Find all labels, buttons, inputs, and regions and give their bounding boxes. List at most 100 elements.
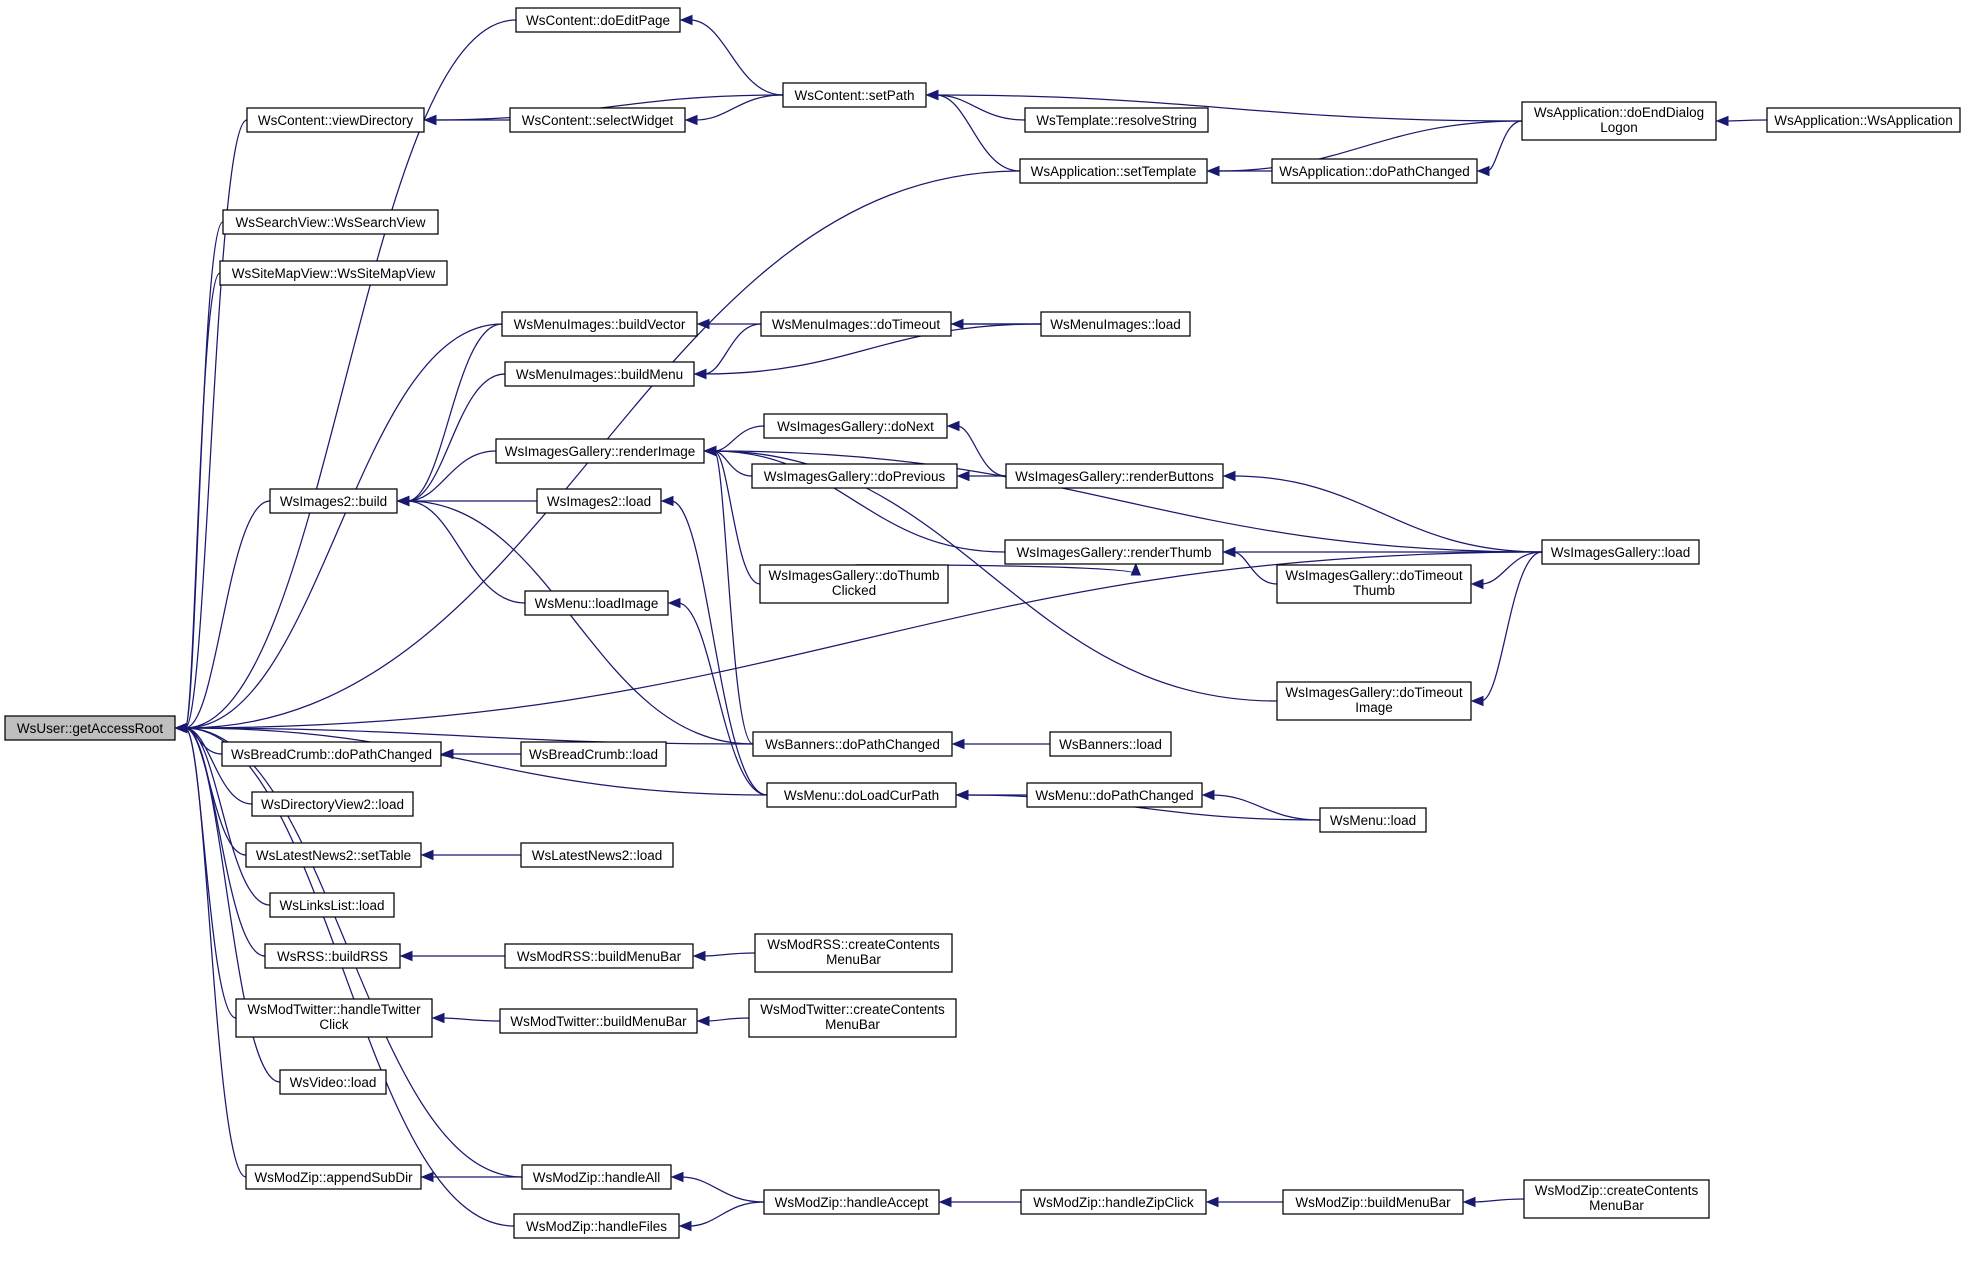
node-label: WsSiteMapView::WsSiteMapView — [232, 266, 436, 281]
arrowhead-aapp-to-aedl — [1715, 115, 1729, 127]
node-mzasd[interactable]: WsModZip::appendSubDir — [245, 1164, 422, 1190]
node-box — [763, 413, 948, 439]
edge-ml-to-mdpc — [1211, 794, 1321, 821]
node-mzha[interactable]: WsModZip::handleAll — [521, 1164, 672, 1190]
arrowhead-igdtt-to-igrt — [1222, 546, 1236, 558]
node-mibm[interactable]: WsMenuImages::buildMenu — [504, 361, 695, 387]
edge-mzasd-to-root — [184, 727, 247, 1178]
node-i2b[interactable]: WsImages2::build — [269, 488, 398, 514]
node-igrb[interactable]: WsImagesGallery::renderButtons — [1005, 463, 1224, 489]
edge-csp-to-ce — [689, 19, 784, 96]
node-smv[interactable]: WsSiteMapView::WsSiteMapView — [219, 260, 448, 286]
node-cvd[interactable]: WsContent::viewDirectory — [246, 107, 425, 133]
node-dv2l[interactable]: WsDirectoryView2::load — [251, 791, 414, 817]
arrowhead-igl-to-igrb — [1222, 470, 1236, 482]
node-rssb[interactable]: WsRSS::buildRSS — [264, 943, 401, 969]
node-ln2l[interactable]: WsLatestNews2::load — [520, 842, 674, 868]
node-bdpc[interactable]: WsBanners::doPathChanged — [752, 731, 953, 757]
node-midt[interactable]: WsMenuImages::doTimeout — [760, 311, 952, 337]
node-box — [1271, 158, 1478, 184]
edge-midt-to-mibm — [703, 323, 762, 375]
node-ml[interactable]: WsMenu::load — [1319, 807, 1427, 833]
node-label: Thumb — [1353, 583, 1395, 598]
node-trs[interactable]: WsTemplate::resolveString — [1024, 107, 1209, 133]
node-bcl[interactable]: WsBreadCrumb::load — [520, 741, 667, 767]
arrowhead-ln2l-to-ln2st — [420, 849, 434, 861]
node-adpc[interactable]: WsApplication::doPathChanged — [1271, 158, 1478, 184]
node-box — [1319, 807, 1427, 833]
edge-i2b-to-root — [184, 500, 271, 729]
node-mzbmb[interactable]: WsModZip::buildMenuBar — [1282, 1189, 1464, 1215]
node-label: WsImagesGallery::doTimeout — [1285, 568, 1463, 583]
node-label: WsImagesGallery::load — [1551, 545, 1691, 560]
node-box — [4, 715, 176, 741]
node-bl[interactable]: WsBanners::load — [1049, 731, 1172, 757]
arrowhead-igdtc-to-igrt — [1130, 562, 1142, 576]
node-box — [1282, 1189, 1464, 1215]
node-mdlcp[interactable]: WsMenu::doLoadCurPath — [766, 782, 957, 808]
node-igri[interactable]: WsImagesGallery::renderImage — [495, 438, 705, 464]
node-box — [524, 590, 669, 616]
node-label: WsImagesGallery::doThumb — [768, 568, 939, 583]
edge-vl-to-root — [184, 727, 281, 1083]
node-ast[interactable]: WsApplication::setTemplate — [1019, 158, 1208, 184]
node-label: WsMenuImages::load — [1050, 317, 1181, 332]
node-label: WsContent::doEditPage — [526, 13, 670, 28]
node-label: MenuBar — [825, 1017, 880, 1032]
node-ce[interactable]: WsContent::doEditPage — [515, 7, 681, 33]
node-csw[interactable]: WsContent::selectWidget — [509, 107, 686, 133]
node-ln2st[interactable]: WsLatestNews2::setTable — [245, 842, 422, 868]
node-igdp[interactable]: WsImagesGallery::doPrevious — [751, 463, 958, 489]
arrowhead-mzccmb-to-mzbmb — [1462, 1196, 1476, 1208]
node-i2l[interactable]: WsImages2::load — [536, 488, 662, 514]
node-mzhzc[interactable]: WsModZip::handleZipClick — [1020, 1189, 1207, 1215]
node-sv[interactable]: WsSearchView::WsSearchView — [222, 209, 439, 235]
arrowhead-ast-to-csp — [925, 89, 939, 101]
node-box — [264, 943, 401, 969]
node-mzhac[interactable]: WsModZip::handleAccept — [763, 1189, 940, 1215]
node-box — [1004, 539, 1224, 565]
node-csp[interactable]: WsContent::setPath — [782, 82, 927, 108]
node-label: WsContent::viewDirectory — [258, 113, 414, 128]
node-root[interactable]: WsUser::getAccessRoot — [4, 715, 176, 741]
node-mdpc[interactable]: WsMenu::doPathChanged — [1026, 782, 1203, 808]
node-mzhf[interactable]: WsModZip::handleFiles — [513, 1213, 680, 1239]
node-label: WsModTwitter::handleTwitter — [247, 1002, 421, 1017]
arrowhead-mzbmb-to-mzhzc — [1205, 1196, 1219, 1208]
node-label: WsMenu::doPathChanged — [1035, 788, 1193, 803]
node-label: WsApplication::doPathChanged — [1279, 164, 1470, 179]
node-igrt[interactable]: WsImagesGallery::renderThumb — [1004, 539, 1224, 565]
node-igl[interactable]: WsImagesGallery::load — [1541, 539, 1700, 565]
edge-igl-to-igrb — [1232, 475, 1543, 553]
node-aapp[interactable]: WsApplication::WsApplication — [1766, 107, 1961, 133]
node-box — [219, 260, 448, 286]
node-mtbmb[interactable]: WsModTwitter::buildMenuBar — [499, 1008, 698, 1034]
node-label: WsModZip::appendSubDir — [254, 1170, 413, 1185]
node-label: WsModZip::createContents — [1535, 1183, 1699, 1198]
edge-igl-to-igdtt — [1480, 551, 1543, 585]
node-mli[interactable]: WsMenu::loadImage — [524, 590, 669, 616]
node-mrbmb[interactable]: WsModRSS::buildMenuBar — [504, 943, 694, 969]
node-bcdpc[interactable]: WsBreadCrumb::doPathChanged — [221, 741, 442, 767]
node-mibv[interactable]: WsMenuImages::buildVector — [501, 311, 698, 337]
node-label: WsModZip::handleFiles — [526, 1219, 667, 1234]
node-label: WsModZip::handleAll — [533, 1170, 661, 1185]
node-vl[interactable]: WsVideo::load — [279, 1069, 387, 1095]
node-label: WsRSS::buildRSS — [277, 949, 388, 964]
node-igdn[interactable]: WsImagesGallery::doNext — [763, 413, 948, 439]
node-label: WsApplication::doEndDialog — [1534, 105, 1704, 120]
node-mil[interactable]: WsMenuImages::load — [1040, 311, 1191, 337]
edge-mthtc-to-root — [184, 727, 237, 1019]
node-label: WsContent::selectWidget — [522, 113, 674, 128]
node-label: WsBreadCrumb::load — [529, 747, 658, 762]
arrowhead-igrb-to-igdp — [956, 470, 970, 482]
node-lll[interactable]: WsLinksList::load — [269, 892, 395, 918]
